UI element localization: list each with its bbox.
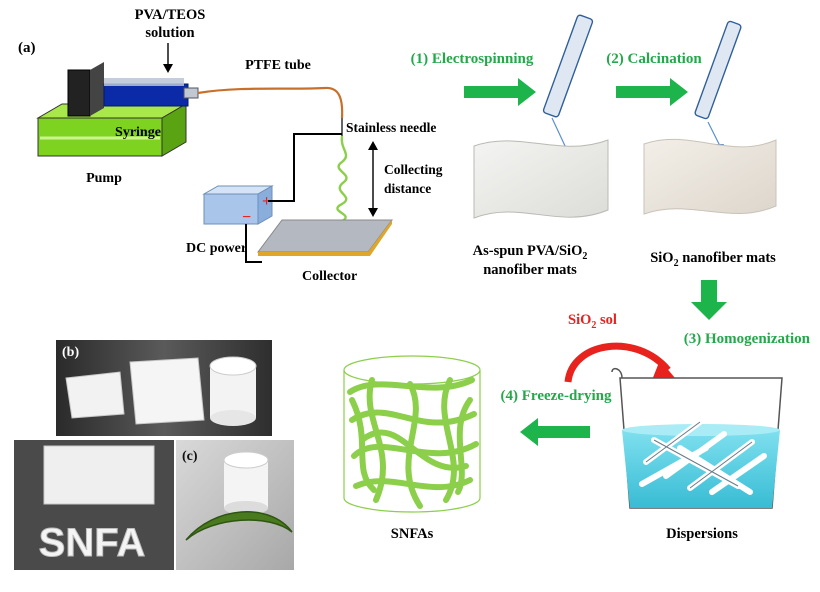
photo-c-tag: (c) <box>182 449 198 464</box>
solution-label-1: PVA/TEOS <box>135 7 206 23</box>
pump-motor-side <box>90 62 104 116</box>
step-3-arrow <box>691 280 727 320</box>
sio2-mat <box>643 138 777 215</box>
pump-label: Pump <box>86 171 122 186</box>
solution-label-2: solution <box>145 25 194 41</box>
spinneret-2-jet <box>707 121 721 147</box>
dc-power-side <box>257 185 273 225</box>
sio2-sol-label: SiO2 sol <box>568 312 617 331</box>
snfas-label: SNFAs <box>391 526 434 542</box>
step-3-label: (3) Homogenization <box>684 331 811 347</box>
step-1-arrow <box>464 78 536 106</box>
needle-label: Stainless needle <box>346 120 436 135</box>
syringe-label: Syringe <box>115 125 161 140</box>
syringe-plunger <box>104 78 184 86</box>
photo-c: (c) <box>176 440 294 570</box>
photo-b-tag: (b) <box>62 345 79 360</box>
pump-side <box>161 103 187 157</box>
asspun-label-1: As-spun PVA/SiO2 <box>473 243 588 262</box>
photo-b-bottom: SNFA <box>14 440 174 570</box>
pump-motor <box>67 69 91 117</box>
step-2-label: (2) Calcination <box>606 51 702 67</box>
collector-label: Collector <box>302 269 357 284</box>
steps-top: (1) Electrospinning (2) Calcination As-s… <box>411 14 811 347</box>
snfa-letters: SNFA <box>39 521 146 565</box>
distance-label-2: distance <box>384 181 431 196</box>
sample-flat <box>65 371 125 419</box>
step-2-arrow <box>616 78 688 106</box>
panel-a-setup: (a) PVA/TEOS solution Syringe Pump PTFE … <box>18 7 443 284</box>
sio2-mat-label: SiO2 nanofiber mats <box>650 250 776 269</box>
sio2-sol-arrow <box>564 342 671 383</box>
distance-label-1: Collecting <box>384 162 443 177</box>
syringe-barrel <box>103 83 189 107</box>
positive-terminal: + <box>262 193 271 210</box>
dispersions-label: Dispersions <box>666 526 738 542</box>
negative-terminal: − <box>242 209 251 226</box>
dc-power-label: DC power <box>186 241 247 256</box>
spinneret-1 <box>542 14 594 118</box>
dispersion-section: SiO2 sol Dispersions <box>564 312 783 542</box>
beaker-spout <box>611 367 623 379</box>
fiber-outlines <box>645 421 753 489</box>
step-4-arrow <box>520 418 590 446</box>
dc-power-front <box>203 193 259 225</box>
grass-blade <box>185 511 293 541</box>
collector-edge <box>258 220 392 256</box>
liquid-surface <box>622 424 780 436</box>
ptfe-tube-label: PTFE tube <box>245 58 311 73</box>
distance-arrow-top <box>368 141 378 150</box>
positive-wire <box>268 133 342 202</box>
asspun-mat <box>473 139 609 219</box>
photo-b-top: (b) <box>56 340 272 436</box>
panel-a-tag: (a) <box>18 40 36 56</box>
sample-block <box>129 357 205 425</box>
step-1-label: (1) Electrospinning <box>411 51 534 67</box>
asspun-label-2: nanofiber mats <box>483 262 577 278</box>
snfa-cylinder <box>343 355 481 513</box>
ptfe-tube <box>197 86 344 119</box>
solution-pointer-head <box>163 64 173 73</box>
snfa-sheet <box>43 445 155 505</box>
spinneret-1-jet <box>551 117 567 149</box>
step-4-label: (4) Freeze-drying <box>501 388 612 404</box>
negative-wire <box>245 224 262 263</box>
distance-arrow-bottom <box>368 208 378 217</box>
syringe-tip <box>183 87 199 99</box>
spinneret-2 <box>694 20 742 120</box>
